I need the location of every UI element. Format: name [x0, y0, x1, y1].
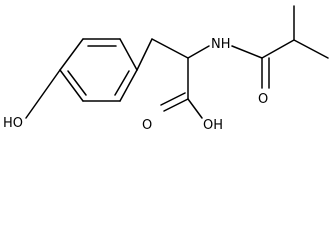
ring-double-bond	[67, 70, 87, 96]
carboxyl-oh-bond	[187, 98, 203, 119]
ring-double-bond	[114, 70, 130, 96]
ring-bond	[119, 69, 138, 102]
phenol-bond	[25, 69, 61, 119]
benzyl-bond	[136, 38, 153, 71]
nh-label: NH	[211, 37, 231, 52]
ring-bond	[119, 38, 138, 71]
hydroxyl-label: HO	[3, 116, 23, 131]
benzene-ring	[59, 38, 138, 102]
ch2-alpha-bond	[151, 38, 189, 59]
carboxyl-double-bond	[160, 92, 186, 106]
ring-bond	[59, 38, 84, 71]
carboxyl-double-bond	[163, 98, 189, 112]
acid-oxygen-label: O	[142, 118, 152, 132]
chemical-structure: HO NH O O OH	[3, 5, 329, 132]
alpha-n-bond	[187, 45, 210, 59]
n-carbonyl-bond	[231, 45, 263, 59]
ring-bond	[59, 69, 84, 102]
amide-oxygen-label: O	[258, 92, 268, 107]
acid-oh-label: OH	[203, 118, 223, 132]
methyl-bond	[293, 39, 329, 59]
isopropyl-bond	[261, 39, 295, 59]
